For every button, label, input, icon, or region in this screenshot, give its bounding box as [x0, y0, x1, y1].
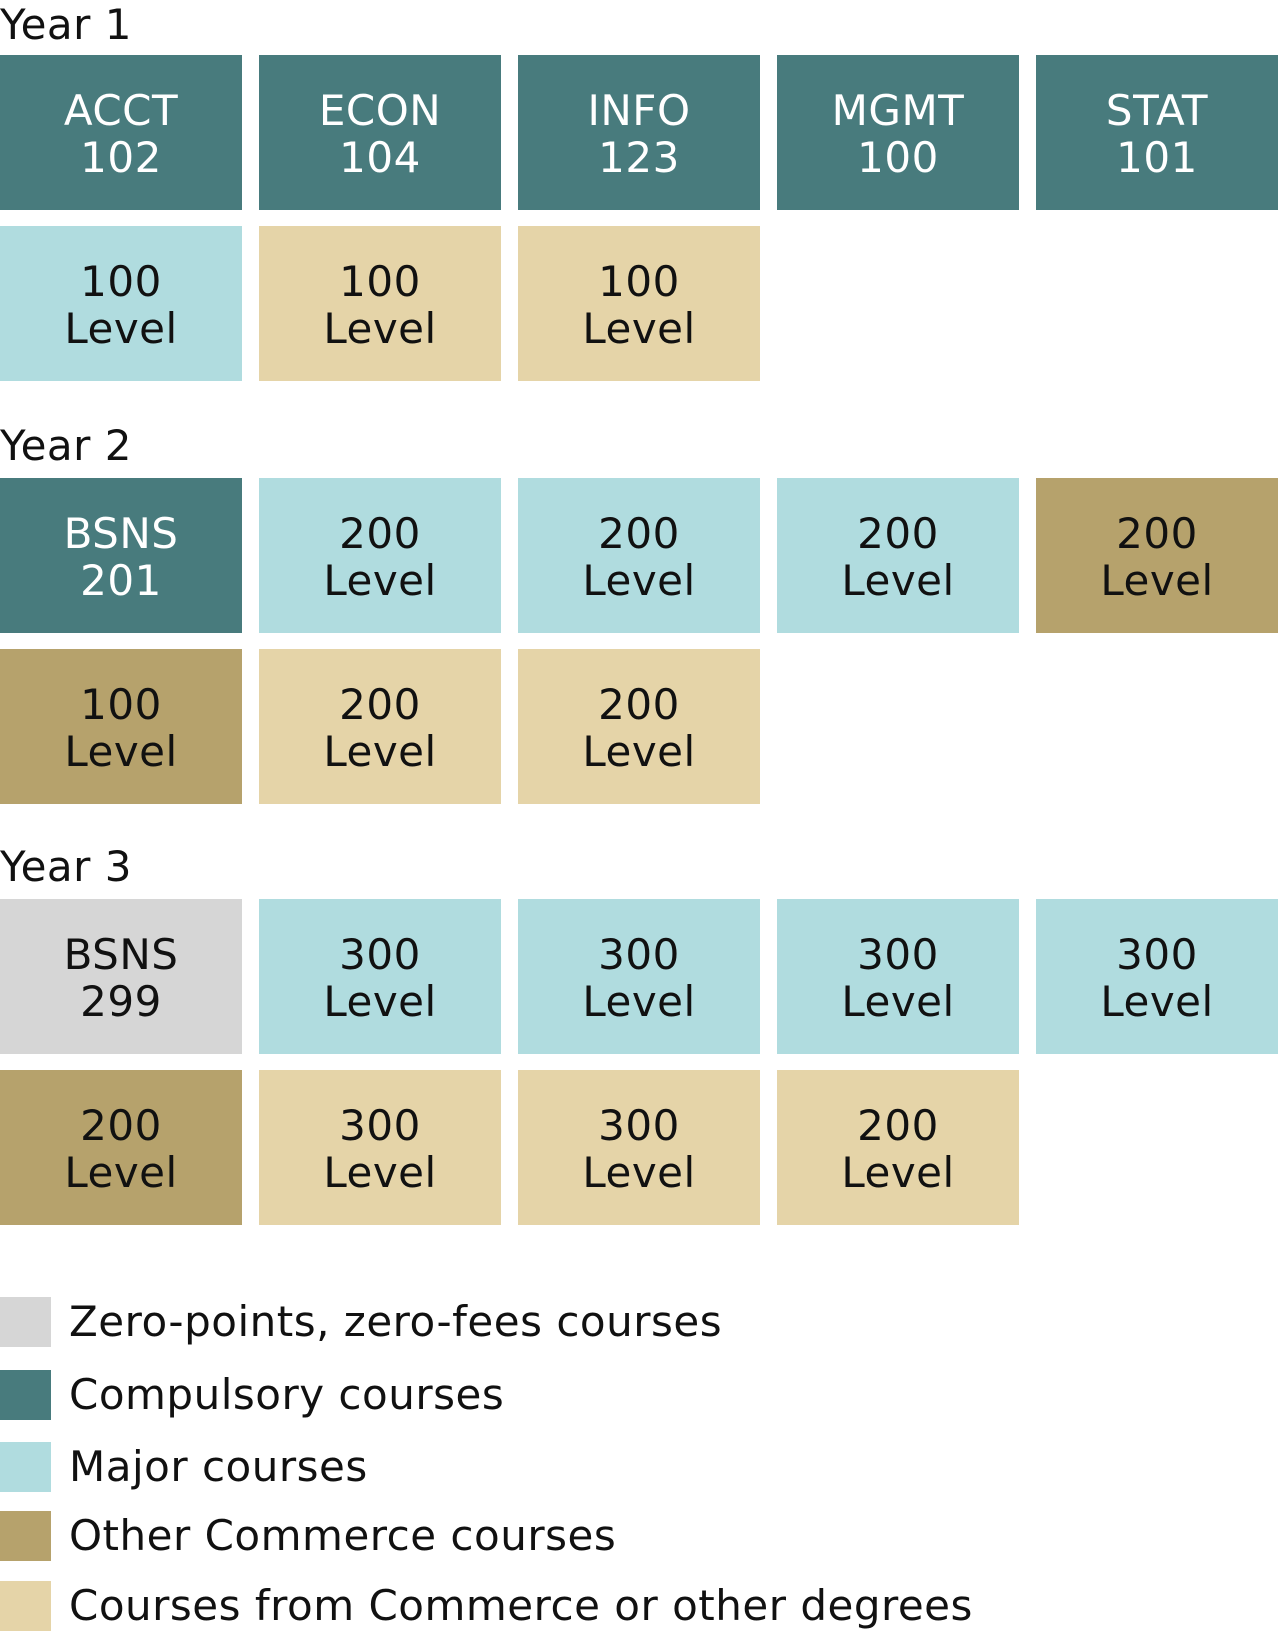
course-slot-major: 300 Level: [518, 899, 760, 1054]
course-bsns-201: BSNS 201: [0, 478, 242, 633]
course-code: ACCT: [63, 85, 179, 135]
course-level-word: Level: [841, 1147, 955, 1197]
course-stat-101: STAT 101: [1036, 55, 1278, 210]
course-level-word: Level: [841, 555, 955, 605]
course-slot-elective: 300 Level: [259, 1070, 501, 1225]
legend-label: Courses from Commerce or other degrees: [69, 1581, 973, 1630]
legend-item-commerce-or-other: Courses from Commerce or other degrees: [0, 1581, 973, 1631]
course-slot-other-commerce: 100 Level: [0, 649, 242, 804]
course-number: 299: [80, 976, 162, 1026]
course-slot-elective: 200 Level: [259, 649, 501, 804]
course-level: 200: [857, 508, 939, 558]
course-slot-elective: 200 Level: [777, 1070, 1019, 1225]
course-number: 102: [80, 132, 162, 182]
course-level: 200: [339, 679, 421, 729]
year-3-course-grid: BSNS 299 300 Level 300 Level 300 Level 3…: [0, 899, 1280, 1225]
course-number: 123: [598, 132, 680, 182]
course-level-word: Level: [841, 976, 955, 1026]
course-level: 200: [857, 1100, 939, 1150]
course-level-word: Level: [323, 303, 437, 353]
course-level-word: Level: [582, 303, 696, 353]
course-level-word: Level: [323, 1147, 437, 1197]
course-level: 100: [339, 256, 421, 306]
course-level: 300: [857, 929, 939, 979]
year-2-course-grid: BSNS 201 200 Level 200 Level 200 Level 2…: [0, 478, 1280, 804]
course-slot-major: 300 Level: [777, 899, 1019, 1054]
course-econ-104: ECON 104: [259, 55, 501, 210]
course-level: 300: [1116, 929, 1198, 979]
course-level: 300: [598, 929, 680, 979]
course-code: INFO: [587, 85, 691, 135]
course-level-word: Level: [582, 1147, 696, 1197]
course-level-word: Level: [64, 1147, 178, 1197]
course-slot-major: 300 Level: [259, 899, 501, 1054]
course-level-word: Level: [323, 555, 437, 605]
course-level: 200: [598, 679, 680, 729]
course-level-word: Level: [323, 726, 437, 776]
course-info-123: INFO 123: [518, 55, 760, 210]
legend-label: Compulsory courses: [69, 1370, 505, 1419]
course-level: 100: [80, 256, 162, 306]
course-level-word: Level: [64, 726, 178, 776]
course-level-word: Level: [1100, 976, 1214, 1026]
course-level-word: Level: [582, 555, 696, 605]
course-slot-elective: 200 Level: [518, 649, 760, 804]
legend-label: Other Commerce courses: [69, 1511, 617, 1560]
course-acct-102: ACCT 102: [0, 55, 242, 210]
course-number: 100: [857, 132, 939, 182]
course-slot-other-commerce: 200 Level: [0, 1070, 242, 1225]
course-level: 100: [80, 679, 162, 729]
course-slot-major: 200 Level: [777, 478, 1019, 633]
course-code: BSNS: [63, 929, 179, 979]
legend-swatch: [0, 1581, 51, 1631]
course-level-word: Level: [582, 976, 696, 1026]
course-level: 200: [1116, 508, 1198, 558]
year-2-heading: Year 2: [0, 421, 132, 470]
course-slot-major: 200 Level: [518, 478, 760, 633]
course-slot-elective: 300 Level: [518, 1070, 760, 1225]
legend-swatch: [0, 1442, 51, 1492]
course-code: MGMT: [831, 85, 965, 135]
legend-item-compulsory: Compulsory courses: [0, 1370, 504, 1420]
course-level-word: Level: [64, 303, 178, 353]
course-level: 300: [339, 1100, 421, 1150]
legend-label: Zero-points, zero-fees courses: [69, 1297, 723, 1346]
legend-label: Major courses: [69, 1442, 368, 1491]
course-level: 300: [339, 929, 421, 979]
course-level: 100: [598, 256, 680, 306]
year-1-heading: Year 1: [0, 0, 132, 49]
course-level: 300: [598, 1100, 680, 1150]
course-level: 200: [80, 1100, 162, 1150]
course-slot-elective: 100 Level: [518, 226, 760, 381]
legend-item-zero-fees: Zero-points, zero-fees courses: [0, 1297, 722, 1347]
legend-item-major: Major courses: [0, 1442, 368, 1492]
course-mgmt-100: MGMT 100: [777, 55, 1019, 210]
course-number: 104: [339, 132, 421, 182]
course-level: 200: [339, 508, 421, 558]
legend-swatch: [0, 1370, 51, 1420]
legend-item-other-commerce: Other Commerce courses: [0, 1511, 616, 1561]
legend-swatch: [0, 1511, 51, 1561]
year-1-course-grid: ACCT 102 ECON 104 INFO 123 MGMT 100 STAT…: [0, 55, 1280, 381]
course-level-word: Level: [582, 726, 696, 776]
course-level-word: Level: [1100, 555, 1214, 605]
course-number: 201: [80, 555, 162, 605]
course-code: ECON: [318, 85, 442, 135]
course-number: 101: [1116, 132, 1198, 182]
course-slot-major: 300 Level: [1036, 899, 1278, 1054]
course-code: STAT: [1105, 85, 1209, 135]
course-code: BSNS: [63, 508, 179, 558]
course-slot-other-commerce: 200 Level: [1036, 478, 1278, 633]
course-bsns-299: BSNS 299: [0, 899, 242, 1054]
year-3-heading: Year 3: [0, 842, 132, 891]
course-level: 200: [598, 508, 680, 558]
course-slot-elective: 100 Level: [259, 226, 501, 381]
course-slot-major: 100 Level: [0, 226, 242, 381]
legend-swatch: [0, 1297, 51, 1347]
course-slot-major: 200 Level: [259, 478, 501, 633]
course-level-word: Level: [323, 976, 437, 1026]
